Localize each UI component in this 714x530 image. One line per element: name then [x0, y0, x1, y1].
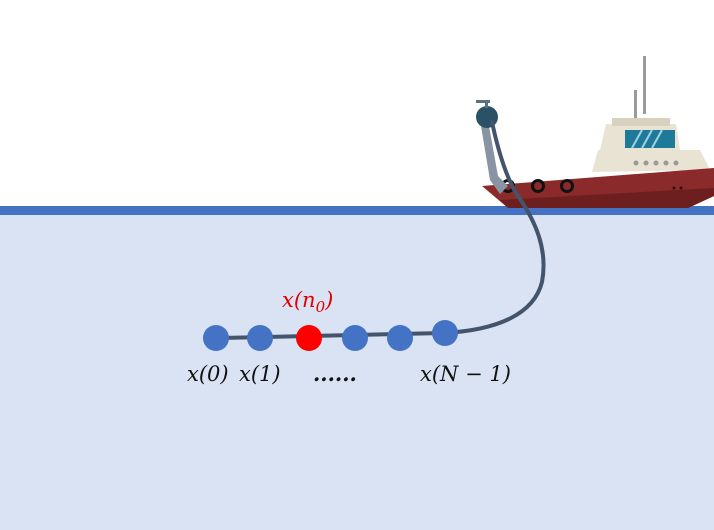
winch-icon	[476, 100, 508, 194]
sensor-node-icon	[342, 325, 368, 351]
winch-top-bar	[476, 100, 490, 103]
ship-hull-dots	[672, 186, 683, 190]
ship-portholes-row	[633, 160, 679, 166]
crane-arm	[481, 112, 508, 194]
sensor-node-icon	[432, 320, 458, 346]
winch-post	[485, 102, 488, 108]
ship-lower-cabin	[592, 150, 710, 172]
second-node-label: x(1)	[239, 362, 281, 386]
ship-antenna	[634, 90, 637, 122]
ship-hull-shadow	[500, 188, 714, 208]
ship-window-glare	[631, 129, 663, 149]
sensor-node-icon-target	[296, 325, 322, 351]
sea-area	[0, 212, 714, 530]
ship-mast	[643, 56, 646, 114]
ellipsis-label: ......	[313, 361, 357, 386]
tow-cable	[218, 120, 546, 340]
last-node-label: x(N − 1)	[420, 362, 511, 386]
sensor-node-icon	[247, 325, 273, 351]
ship-roof	[612, 118, 670, 126]
ship-icon	[482, 56, 714, 208]
target-node-label: x(n0)	[282, 288, 333, 316]
ship-window	[625, 130, 675, 148]
first-node-label: x(0)	[187, 362, 229, 386]
sea-surface-line	[0, 206, 714, 215]
sensor-node-icon	[203, 325, 229, 351]
sensor-node-icon	[387, 325, 413, 351]
winch-drum	[476, 106, 498, 128]
